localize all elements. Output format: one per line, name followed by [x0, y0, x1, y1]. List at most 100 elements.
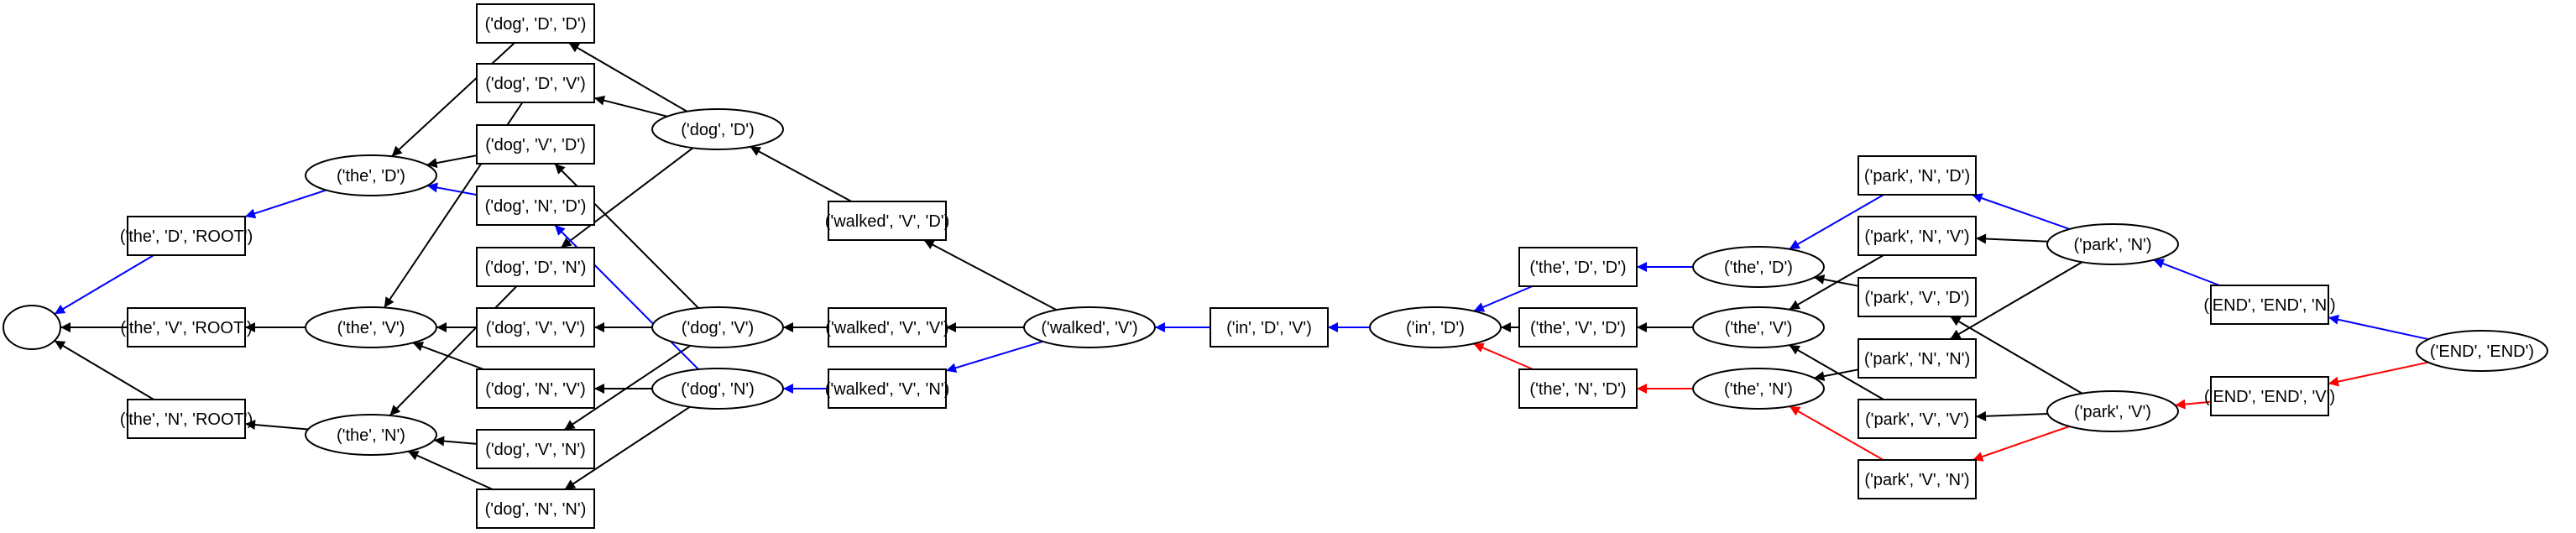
node-dog_N_D: ('dog', 'N', 'D') [476, 186, 595, 226]
node-park_N_D: ('park', 'N', 'D') [1858, 155, 1977, 196]
edge-park_N_V-to-the_V2 [1789, 254, 1884, 311]
node-box [828, 201, 947, 241]
node-box [828, 368, 947, 409]
node-box [1518, 247, 1638, 287]
node-dog_V: ('dog', 'V') [651, 306, 784, 348]
node-box [1858, 399, 1977, 439]
node-label: ('END', 'END', 'V') [2204, 388, 2335, 406]
node-park_N: ('park', 'N') [2046, 223, 2179, 265]
node-the_D_ROOT: ('the', 'D', 'ROOT') [120, 216, 253, 256]
node-dog_D_N: ('dog', 'D', 'N') [476, 247, 595, 287]
node-box [1858, 338, 1977, 379]
edge-park_V-to-park_V_D [1949, 316, 2083, 395]
node-box [476, 63, 595, 103]
node-label: ('park', 'V') [2074, 403, 2151, 421]
edge-park_V_V-to-the_V2 [1789, 344, 1884, 400]
node-ellipse [2046, 390, 2179, 432]
node-dog_D: ('dog', 'D') [651, 108, 784, 150]
node-box [1858, 155, 1977, 196]
node-label: ('walked', 'V', 'D') [825, 212, 950, 231]
edge-dog_N-to-dog_N_D [554, 224, 699, 370]
node-park_N_V: ('park', 'N', 'V') [1858, 216, 1977, 256]
node-box [828, 307, 947, 347]
node-park_V_N: ('park', 'V', 'N') [1858, 459, 1977, 499]
node-label: ('the', 'N', 'D') [1529, 380, 1626, 399]
node-box [127, 307, 246, 347]
edge-dog_D-to-dog_D_D [568, 42, 688, 112]
node-label: ('park', 'V', 'D') [1864, 289, 1969, 307]
node-ellipse [305, 414, 437, 456]
edge-END_END_V-to-park_V [2175, 399, 2212, 410]
edge-dog_V_D-to-the_D [426, 154, 478, 169]
node-label: ('the', 'V') [337, 319, 405, 337]
node-label: ('the', 'D', 'D') [1529, 259, 1626, 277]
node-park_V_V: ('park', 'V', 'V') [1858, 399, 1977, 439]
node-box [476, 247, 595, 287]
node-label: ('the', 'V') [1725, 319, 1793, 337]
node-label: ('END', 'END', 'N') [2203, 296, 2335, 315]
node-label: ('walked', 'V') [1041, 319, 1137, 337]
node-the_N: ('the', 'N') [305, 414, 437, 456]
node-label: ('the', 'V', 'D') [1530, 319, 1626, 337]
edge-the_D-to-the_D_ROOT [244, 189, 327, 219]
edge-park_N-to-park_N_V [1975, 233, 2048, 244]
node-label: ('the', 'V', 'ROOT') [120, 319, 252, 337]
node-ellipse [1023, 306, 1156, 348]
edge-park_N-to-park_N_D [1972, 193, 2071, 230]
node-ellipse [651, 368, 784, 410]
node-the_V_ROOT: ('the', 'V', 'ROOT') [120, 307, 253, 347]
edge-park_V_N-to-the_N2 [1789, 405, 1884, 461]
edge-the_D_D-to-in_D [1473, 285, 1534, 312]
node-label: ('dog', 'N') [681, 380, 755, 399]
node-box [1518, 368, 1638, 409]
node-ellipse [305, 154, 437, 196]
node-park_N_N: ('park', 'N', 'N') [1858, 338, 1977, 379]
node-walked_V_V: ('walked', 'V', 'V') [825, 307, 949, 347]
node-label: ('END', 'END') [2430, 342, 2534, 361]
node-label: ('dog', 'D', 'V') [485, 75, 586, 93]
node-park_V_D: ('park', 'V', 'D') [1858, 277, 1977, 317]
node-dog_N_N: ('dog', 'N', 'N') [476, 489, 595, 529]
node-box [476, 3, 595, 44]
node-label: ('dog', 'N', 'V') [485, 380, 586, 399]
node-label: ('dog', 'D') [681, 121, 755, 139]
node-park_V: ('park', 'V') [2046, 390, 2179, 432]
node-box [127, 216, 246, 256]
node-box [476, 124, 595, 165]
node-label: ('park', 'N', 'N') [1864, 350, 1970, 368]
node-ellipse [3, 305, 61, 350]
edge-park_V-to-park_V_V [1975, 410, 2048, 421]
edge-park_V-to-park_V_N [1972, 426, 2070, 462]
nodes-layer: ('the', 'D', 'ROOT') ('the', 'V', 'ROOT')… [3, 3, 2548, 529]
edge-dog_N_N-to-the_N [407, 450, 494, 490]
node-ellipse [2046, 223, 2179, 265]
node-label: ('in', 'D') [1406, 319, 1465, 337]
node-box [476, 186, 595, 226]
node-ellipse [1692, 246, 1825, 288]
node-the_N_D: ('the', 'N', 'D') [1518, 368, 1638, 409]
node-label: ('the', 'N') [337, 426, 405, 445]
edge-park_N_N-to-the_N2 [1814, 368, 1859, 382]
node-ellipse [305, 306, 437, 348]
edge-dog_D_D-to-the_D [391, 42, 515, 157]
node-in_D_V: ('in', 'D', 'V') [1210, 307, 1329, 347]
node-label: ('the', 'D', 'ROOT') [120, 227, 253, 246]
node-box [476, 429, 595, 469]
edge-END_END_N-to-park_N [2153, 259, 2220, 286]
node-label: ('park', 'V', 'N') [1864, 471, 1969, 489]
edge-dog_N-to-dog_N_N [564, 405, 691, 490]
node-END_END_N: ('END', 'END', 'N') [2203, 285, 2336, 325]
node-END_END: ('END', 'END') [2416, 330, 2548, 372]
edge-the_N-to-the_N_ROOT [244, 420, 308, 431]
node-ellipse [651, 306, 784, 348]
node-dog_D_V: ('dog', 'D', 'V') [476, 63, 595, 103]
node-label: ('park', 'N') [2073, 236, 2151, 254]
node-label: ('dog', 'D', 'N') [485, 259, 587, 277]
edge-END_END-to-END_END_V [2328, 361, 2429, 387]
edge-park_N_D-to-the_D2 [1789, 194, 1884, 250]
node-the_V_D: ('the', 'V', 'D') [1518, 307, 1638, 347]
node-dog_V_N: ('dog', 'V', 'N') [476, 429, 595, 469]
edge-dog_N_D-to-the_D [426, 182, 478, 196]
node-walked_V_N: ('walked', 'V', 'N') [825, 368, 949, 409]
node-label: ('dog', 'V', 'D') [485, 136, 586, 154]
